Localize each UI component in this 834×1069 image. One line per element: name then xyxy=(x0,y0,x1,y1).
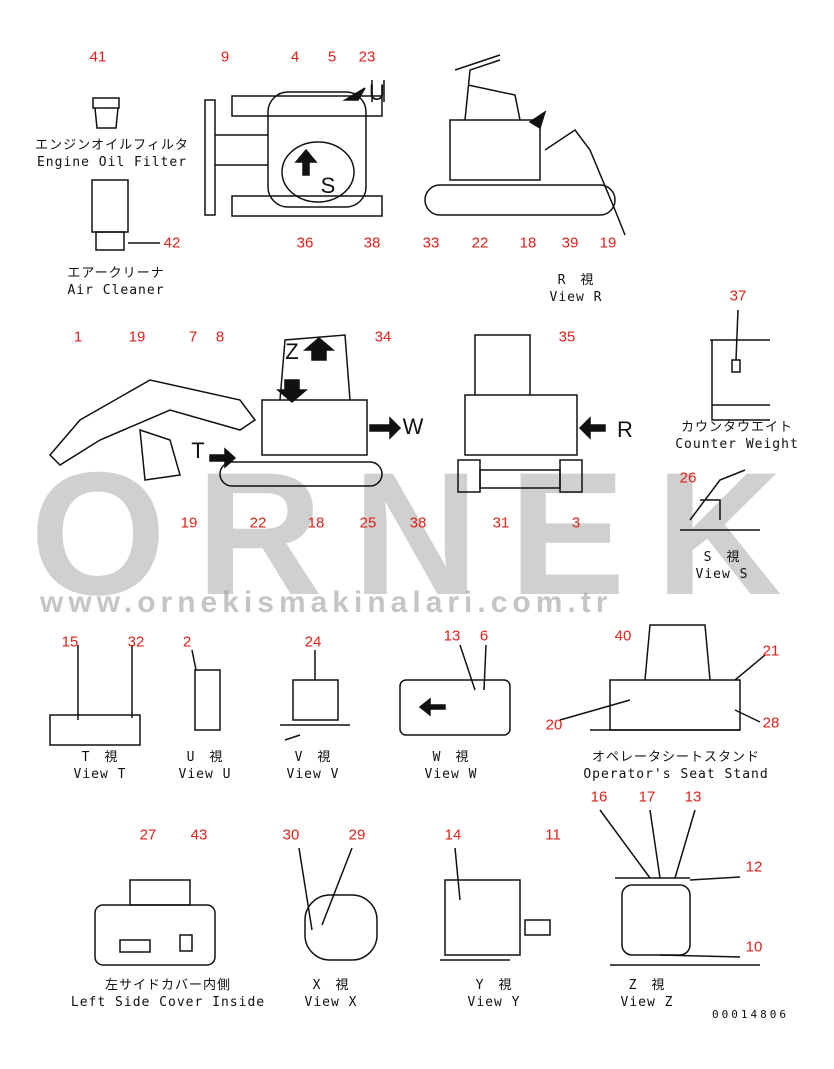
callout-11: 11 xyxy=(545,826,561,844)
callout-32: 32 xyxy=(127,633,145,651)
callout-26: 26 xyxy=(679,469,697,487)
callout-24: 24 xyxy=(304,633,322,651)
callout-3: 3 xyxy=(571,514,581,532)
callout-16: 16 xyxy=(590,788,608,806)
view-x-drawing xyxy=(298,847,378,961)
callout-5: 5 xyxy=(327,48,337,66)
callout-37: 37 xyxy=(729,287,747,305)
callout-22: 22 xyxy=(249,514,267,532)
view-s-drawing xyxy=(680,469,760,531)
callout-10: 10 xyxy=(745,938,763,956)
callout-12: 12 xyxy=(745,858,763,876)
view-t-drawing xyxy=(49,645,141,746)
view-letter-u: U xyxy=(369,80,385,105)
callout-15: 15 xyxy=(61,633,79,651)
callout-17: 17 xyxy=(638,788,656,806)
callout-41: 41 xyxy=(89,48,107,66)
view-z-drawing xyxy=(599,809,760,966)
view-u-drawing xyxy=(191,649,221,731)
callout-19: 19 xyxy=(128,328,146,346)
callout-20: 20 xyxy=(545,716,563,734)
left-side-machine xyxy=(48,334,402,487)
callout-4: 4 xyxy=(290,48,300,66)
drawing-code: 00014806 xyxy=(712,1008,789,1021)
view-letter-s: S xyxy=(320,173,336,198)
rear-view-machine xyxy=(457,334,606,493)
callout-36: 36 xyxy=(296,234,314,252)
air-cleaner-drawing xyxy=(91,179,160,251)
callout-13: 13 xyxy=(443,627,461,645)
callout-31: 31 xyxy=(492,514,510,532)
callout-39: 39 xyxy=(561,234,579,252)
callout-30: 30 xyxy=(282,826,300,844)
callout-19: 19 xyxy=(599,234,617,252)
callout-7: 7 xyxy=(188,328,198,346)
side-view-r-machine xyxy=(424,54,626,236)
callout-43: 43 xyxy=(190,826,208,844)
callout-13: 13 xyxy=(684,788,702,806)
top-view-machine xyxy=(204,80,385,217)
callout-8: 8 xyxy=(215,328,225,346)
view-letter-z: Z xyxy=(285,339,299,364)
callout-38: 38 xyxy=(363,234,381,252)
callout-29: 29 xyxy=(348,826,366,844)
callout-6: 6 xyxy=(479,627,489,645)
callout-19: 19 xyxy=(180,514,198,532)
callout-35: 35 xyxy=(558,328,576,346)
callout-38: 38 xyxy=(409,514,427,532)
callout-21: 21 xyxy=(762,642,780,660)
callout-22: 22 xyxy=(471,234,489,252)
callout-14: 14 xyxy=(444,826,462,844)
callout-25: 25 xyxy=(359,514,377,532)
callout-27: 27 xyxy=(139,826,157,844)
counterweight-drawing xyxy=(710,309,770,421)
view-y-drawing xyxy=(440,847,551,961)
callout-40: 40 xyxy=(614,627,632,645)
view-w-drawing xyxy=(399,644,511,736)
seat-stand-drawing xyxy=(559,624,766,731)
callout-1: 1 xyxy=(73,328,83,346)
callout-23: 23 xyxy=(358,48,376,66)
callout-33: 33 xyxy=(422,234,440,252)
callout-18: 18 xyxy=(519,234,537,252)
view-letter-t: T xyxy=(191,438,205,463)
left-side-cover-drawing xyxy=(94,879,216,966)
watermark-url: www.ornekismakinalari.com.tr xyxy=(40,586,613,619)
callout-9: 9 xyxy=(220,48,230,66)
view-letter-w: W xyxy=(402,414,424,439)
oil-filter-drawing xyxy=(92,97,120,129)
callout-18: 18 xyxy=(307,514,325,532)
callout-42: 42 xyxy=(163,234,181,252)
view-v-drawing xyxy=(280,650,350,741)
watermark-logo: ORNEK xyxy=(30,437,812,632)
callout-34: 34 xyxy=(374,328,392,346)
callout-28: 28 xyxy=(762,714,780,732)
view-letter-r: R xyxy=(617,417,633,442)
callout-2: 2 xyxy=(182,633,192,651)
